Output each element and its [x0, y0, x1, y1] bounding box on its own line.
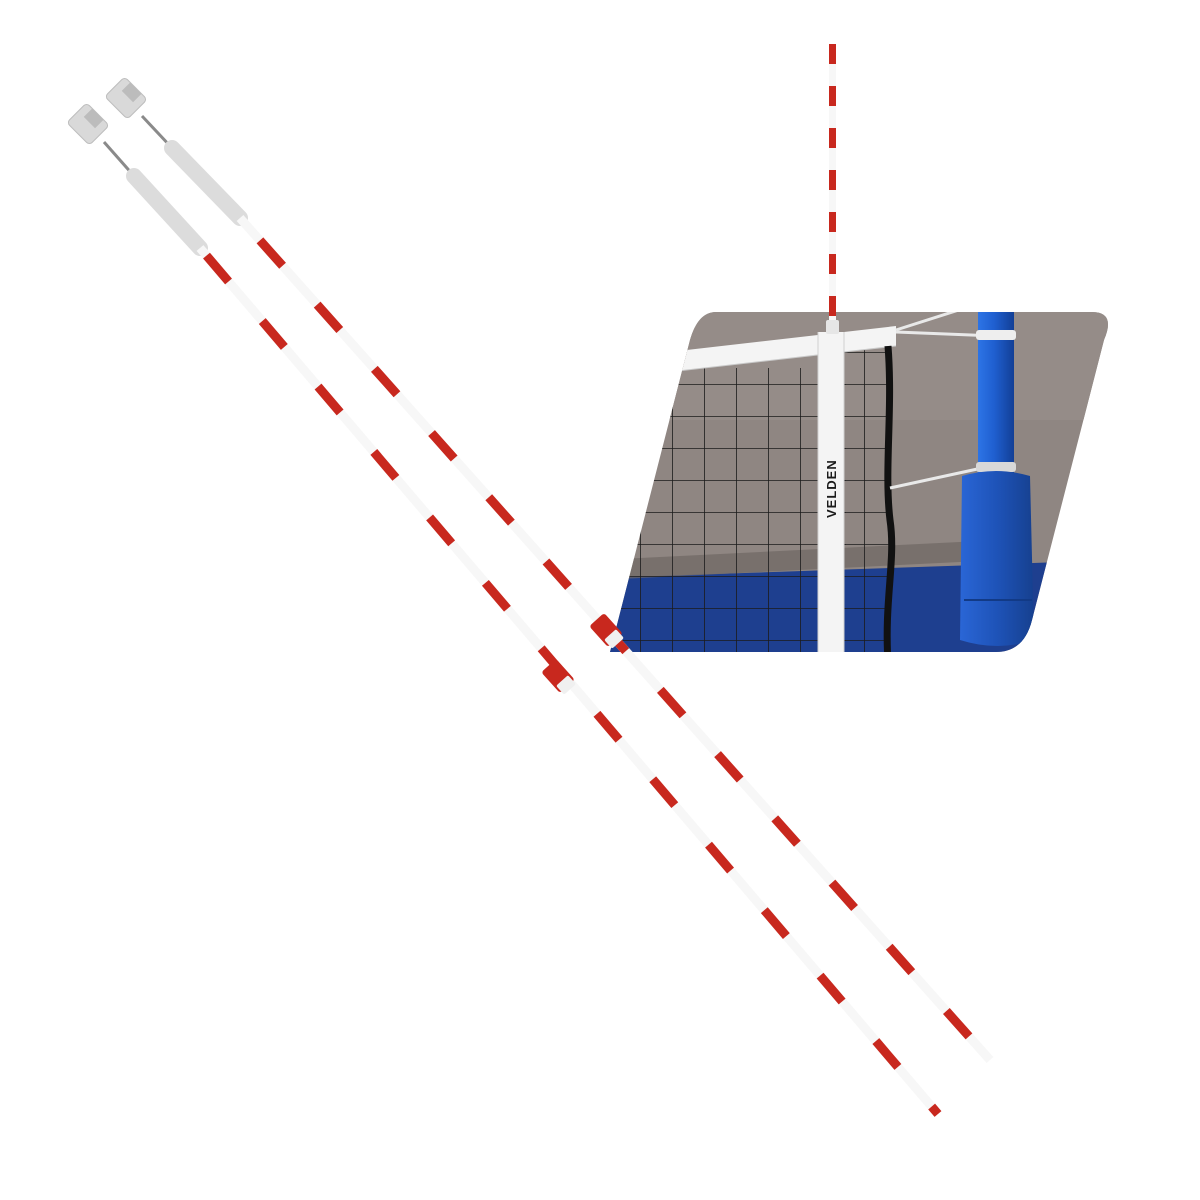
- net-mesh-right: [844, 346, 890, 652]
- net-cable: [883, 345, 896, 652]
- net-inset-photo: VELDEN: [610, 312, 1108, 652]
- net-mesh: [610, 368, 846, 652]
- mid-rope: [889, 466, 983, 490]
- antenna-rod-a: [105, 77, 994, 1063]
- post-clamp-lower: [976, 462, 1016, 472]
- net-side-tape: [818, 332, 844, 652]
- post-padding: [960, 471, 1034, 646]
- net-post: [978, 312, 1014, 490]
- antenna-in-use: [826, 44, 839, 334]
- post-clamp: [976, 330, 1016, 340]
- antenna-rod-b: [67, 103, 942, 1117]
- top-rope: [895, 312, 991, 332]
- brand-label: VELDEN: [824, 459, 839, 518]
